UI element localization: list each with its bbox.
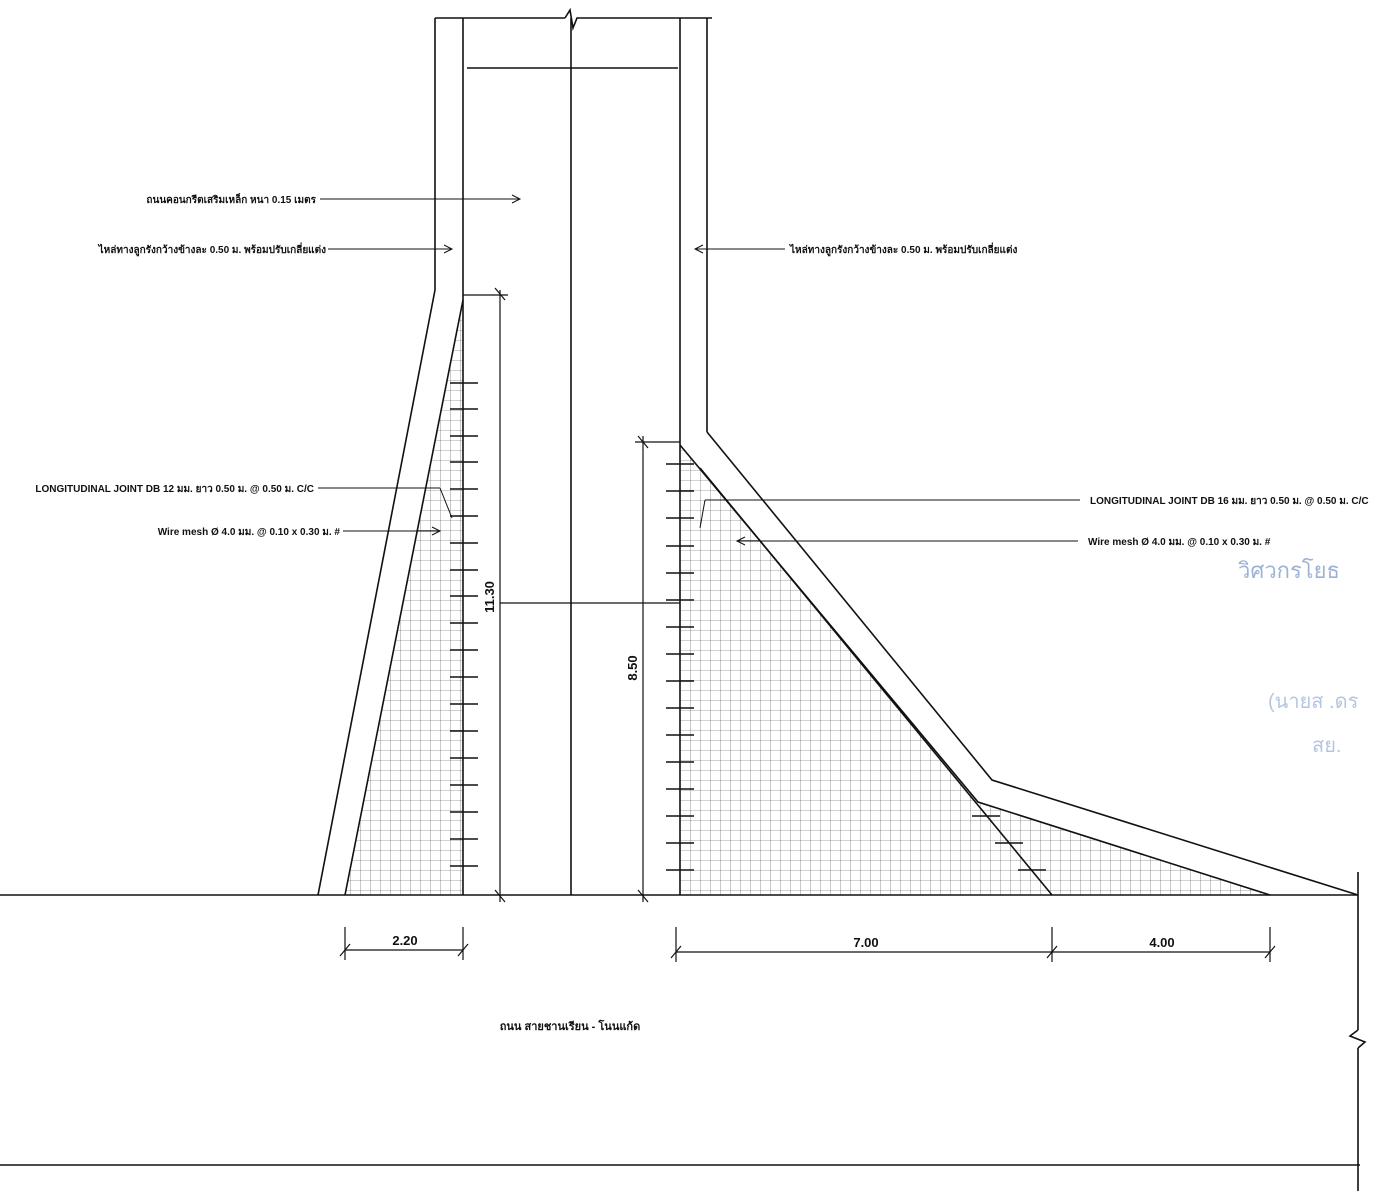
mesh-left-label: Wire mesh Ø 4.0 มม. @ 0.10 x 0.30 ม. # (158, 527, 341, 538)
dimension-lines (339, 287, 1276, 962)
right-base-dimension-1: 7.00 (853, 935, 878, 950)
stamp-line-1: วิศวกรโยธ (1237, 558, 1340, 583)
right-widening-mesh (680, 445, 1270, 895)
joint-left-label: LONGITUDINAL JOINT DB 12 มม. ยาว 0.50 ม.… (35, 484, 314, 495)
leader-lines (318, 194, 1080, 546)
right-height-dimension: 8.50 (625, 655, 640, 680)
main-road-label: ถนนคอนกรีตเสริมเหล็ก หนา 0.15 เมตร (146, 192, 316, 206)
joint-ticks-left (450, 382, 478, 867)
stamp-line-2: (นายส .ดร (1268, 691, 1359, 713)
shoulder-right-label: ไหล่ทางลูกรังกว้างข้างละ 0.50 ม. พร้อมปร… (789, 242, 1017, 257)
left-height-dimension: 11.30 (482, 581, 497, 613)
engineer-stamp: วิศวกรโยธ (นายส .ดร สย. (1237, 558, 1358, 757)
road-name-label: ถนน สายชานเรียน - โนนแก้ด (500, 1019, 641, 1033)
right-base-dimension-2: 4.00 (1149, 935, 1174, 950)
mesh-right-label: Wire mesh Ø 4.0 มม. @ 0.10 x 0.30 ม. # (1088, 537, 1271, 548)
joint-ticks-right (666, 463, 1046, 871)
stamp-line-3: สย. (1312, 735, 1341, 757)
shoulder-left-label: ไหล่ทางลูกรังกว้างข้างละ 0.50 ม. พร้อมปร… (98, 242, 326, 257)
joint-right-label: LONGITUDINAL JOINT DB 16 มม. ยาว 0.50 ม.… (1090, 496, 1369, 507)
left-base-dimension: 2.20 (392, 933, 417, 948)
road-outline (0, 7, 1367, 1191)
